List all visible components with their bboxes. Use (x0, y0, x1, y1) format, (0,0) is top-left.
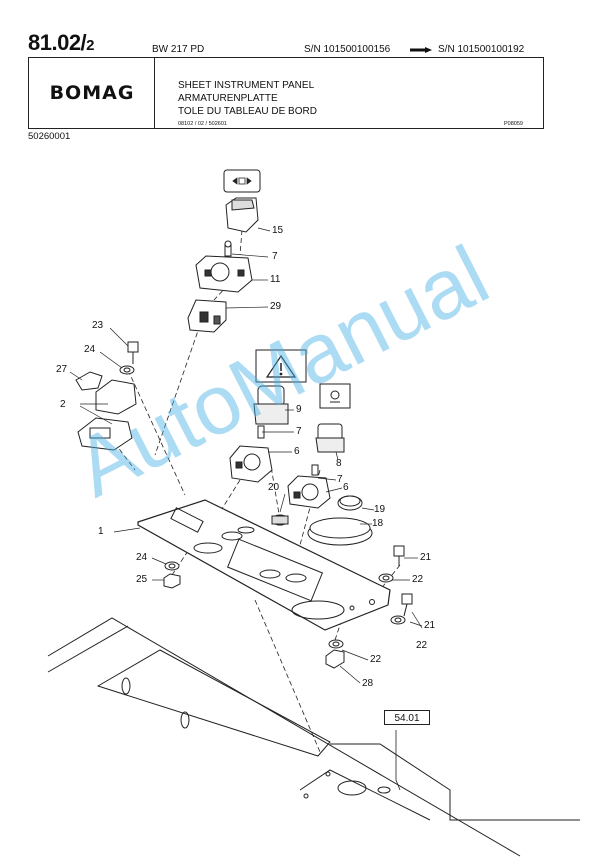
button-9 (253, 385, 289, 425)
callout-15: 15 (272, 225, 284, 236)
clip-29 (187, 299, 227, 333)
washer-24b (164, 561, 180, 571)
model-label: BW 217 PD (152, 44, 205, 55)
housing-6b (287, 475, 331, 509)
callout-29: 29 (270, 301, 282, 312)
screw-21b (401, 593, 413, 617)
warning-triangle-icon (255, 349, 307, 383)
washer-22a (378, 573, 394, 583)
serial-from: S/N 101500100156 (304, 44, 391, 55)
switch-15 (223, 169, 261, 233)
drawing-code: 08102 / 02 / 502601 (178, 121, 227, 127)
washer-24a (119, 365, 135, 375)
callout-27: 27 (56, 364, 68, 375)
callout-7: 7 (296, 426, 302, 437)
washer-22b (390, 615, 406, 625)
callout-22: 22 (412, 574, 424, 585)
callout-24: 24 (136, 552, 148, 563)
callout-7: 7 (272, 251, 278, 262)
reference-box: 54.01 (384, 710, 430, 725)
instrument-plate-1 (137, 499, 391, 631)
button-8 (315, 423, 345, 453)
callout-24: 24 (84, 344, 96, 355)
callout-6: 6 (294, 446, 300, 457)
screw-21a (393, 545, 405, 566)
cover-18 (307, 517, 373, 546)
title-block (28, 57, 544, 129)
title-en: SHEET INSTRUMENT PANEL (178, 80, 315, 91)
document-number: 50260001 (28, 131, 71, 142)
housing-11 (195, 255, 253, 293)
callout-25: 25 (136, 574, 148, 585)
brand-logo: BOMAG (30, 58, 155, 128)
callout-22: 22 (370, 654, 382, 665)
callout-23: 23 (92, 320, 104, 331)
figure-code: P08059 (504, 121, 523, 127)
plug-20 (271, 514, 289, 526)
callout-20: 20 (268, 482, 280, 493)
housing-6a (229, 445, 273, 483)
callout-21: 21 (424, 620, 436, 631)
nut-28 (325, 649, 345, 669)
bracket-2a (95, 379, 137, 415)
serial-to: S/N 101500100192 (438, 44, 525, 55)
screw-23 (127, 341, 139, 364)
callout-8: 8 (336, 458, 342, 469)
pin-7c (311, 464, 319, 476)
callout-28: 28 (362, 678, 374, 689)
callout-2: 2 (60, 399, 66, 410)
arrow-right-icon (410, 47, 432, 53)
washer-22c (328, 639, 344, 649)
bracket-2b (77, 417, 133, 451)
pin-7 (224, 240, 232, 257)
callout-1: 1 (98, 526, 104, 537)
leader-lines (69, 227, 423, 684)
callout-7: 7 (337, 474, 343, 485)
nut-25 (163, 573, 181, 589)
callout-18: 18 (372, 518, 384, 529)
callout-9: 9 (296, 404, 302, 415)
callout-22: 22 (416, 640, 428, 651)
callout-21: 21 (420, 552, 432, 563)
chassis-frame (47, 617, 580, 857)
callout-6: 6 (343, 482, 349, 493)
clip-27 (75, 371, 103, 391)
callout-11: 11 (270, 274, 281, 285)
callout-19: 19 (374, 504, 386, 515)
title-fr: TOLE DU TABLEAU DE BORD (178, 106, 317, 117)
plug-19 (337, 495, 363, 511)
turn-signal-icon (232, 177, 252, 185)
title-de: ARMATURENPLATTE (178, 93, 278, 104)
lamp-symbol-icon (319, 383, 351, 409)
page-number: 81.02/2 (28, 30, 95, 55)
